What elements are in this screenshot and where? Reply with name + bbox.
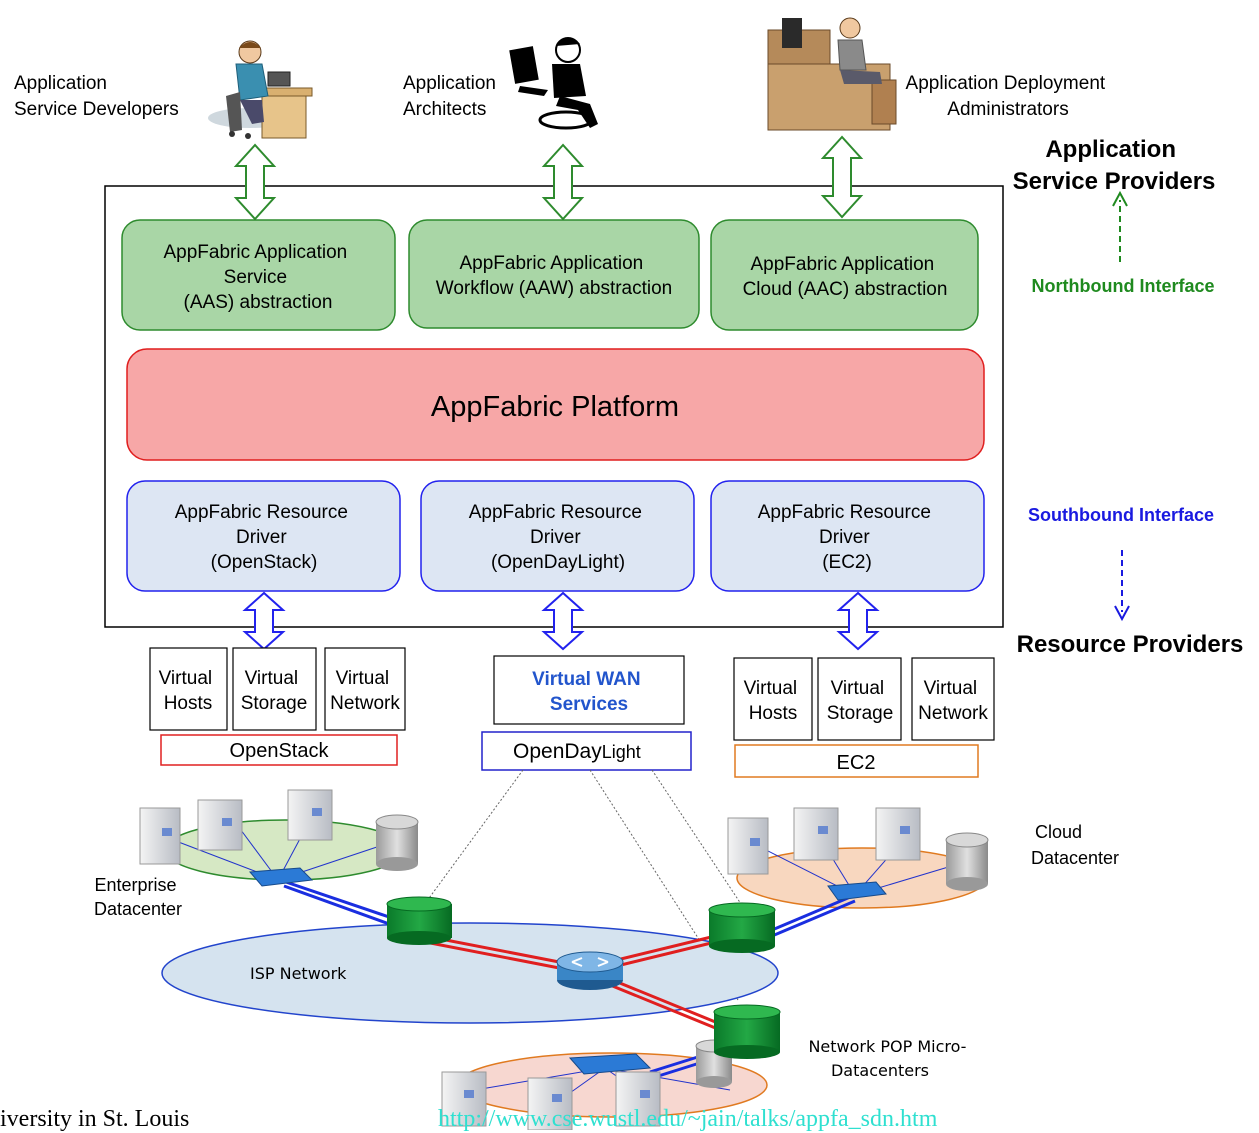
opendaylight-provider-box xyxy=(481,731,692,771)
openstack-driver-line-1: AppFabric Resource xyxy=(175,502,348,523)
pop-switch-icon xyxy=(568,1053,652,1075)
developer-person-icon xyxy=(208,40,313,139)
ec2-driver-line-2: Driver xyxy=(819,527,870,548)
odl-double-arrow xyxy=(541,591,585,651)
developer-double-arrow xyxy=(233,143,277,221)
architect-person-icon xyxy=(509,37,598,130)
footer-url-link[interactable]: http://www.cse.wustl.edu/~jain/talks/app… xyxy=(438,1106,938,1132)
pop-server-icons xyxy=(441,1071,661,1130)
isp-core-router-icon xyxy=(556,951,624,990)
cloud-server-icons xyxy=(727,807,921,875)
architects-label: Application Architects xyxy=(403,73,501,120)
openstack-driver-box xyxy=(126,480,401,592)
aas-abstraction-box xyxy=(121,219,396,331)
appfabric-platform-box xyxy=(126,348,985,461)
left-virtual-storage-box xyxy=(232,647,317,731)
ec2-provider-label: EC2 xyxy=(837,752,876,774)
southbound-interface-label: Southbound Interface xyxy=(1028,505,1214,525)
administrators-label-line-2: Administrators xyxy=(947,99,1068,120)
openstack-provider-label: OpenStack xyxy=(230,740,330,762)
left-virtual-network-label: Virtual Network xyxy=(330,668,400,714)
aac-abstraction-label: AppFabric Application Cloud (AAC) abstra… xyxy=(743,254,948,300)
aas-line-3: (AAS) abstraction xyxy=(184,292,333,313)
right-virtual-storage-box xyxy=(817,657,902,741)
odl-driver-line-2: Driver xyxy=(530,527,581,548)
ec2-provider-box xyxy=(734,744,979,778)
aaw-abstraction-box xyxy=(408,219,700,329)
openstack-double-arrow xyxy=(242,591,286,651)
isp-edge-router-icons xyxy=(386,896,781,1059)
openstack-provider-box xyxy=(160,734,398,766)
developers-label-line-2: Service Developers xyxy=(14,99,179,120)
left-virtual-storage-label: Virtual Storage xyxy=(241,668,308,714)
aac-line-2: Cloud (AAC) abstraction xyxy=(743,279,948,300)
virtual-wan-services-label: Virtual WAN Services xyxy=(532,669,646,715)
administrators-label-line-1: Application Deployment xyxy=(906,73,1106,94)
southbound-dashed-arrow xyxy=(1114,550,1130,622)
left-virtual-hosts-box xyxy=(149,647,228,731)
cloud-switch-icon xyxy=(827,881,887,901)
virtual-wan-services-box xyxy=(493,655,685,725)
enterprise-switch-icon xyxy=(248,867,314,887)
cloud-disk-icon xyxy=(945,832,989,891)
ec2-driver-line-3: (EC2) xyxy=(822,552,872,573)
northbound-interface-label: Northbound Interface xyxy=(1032,276,1215,296)
enterprise-server-icons xyxy=(139,789,333,865)
openstack-driver-line-2: Driver xyxy=(236,527,287,548)
opendaylight-provider-label: OpenDayLight xyxy=(513,740,641,763)
odl-driver-label: AppFabric Resource Driver (OpenDayLight) xyxy=(469,502,647,573)
pop-datacenter-label: Network POP Micro- Datacenters xyxy=(808,1037,971,1080)
developers-label: Application Service Developers xyxy=(14,73,179,120)
administrator-double-arrow xyxy=(820,135,864,219)
ec2-driver-box xyxy=(710,480,985,592)
footer-institution-text: iversity in St. Louis xyxy=(0,1106,190,1132)
architect-double-arrow xyxy=(541,143,585,221)
architects-label-line-1: Application xyxy=(403,73,496,94)
odl-driver-box xyxy=(420,480,695,592)
aaw-line-2: Workflow (AAW) abstraction xyxy=(436,278,673,299)
right-virtual-hosts-label: Virtual Hosts xyxy=(744,678,803,724)
administrator-person-icon xyxy=(767,17,897,131)
aas-line-1: AppFabric Application xyxy=(163,242,347,263)
aaw-abstraction-label: AppFabric Application Workflow (AAW) abs… xyxy=(436,253,673,299)
aac-line-1: AppFabric Application xyxy=(750,254,934,275)
enterprise-disk-icon xyxy=(375,814,419,871)
left-virtual-hosts-label: Virtual Hosts xyxy=(159,668,218,714)
cloud-datacenter-label: Cloud Datacenter xyxy=(1031,822,1119,868)
right-virtual-network-box xyxy=(911,657,995,741)
isp-network-ellipse xyxy=(161,922,779,1024)
ec2-double-arrow xyxy=(836,591,880,651)
resource-providers-label: Resource Providers xyxy=(1017,631,1244,658)
odl-driver-line-3: (OpenDayLight) xyxy=(491,552,625,573)
administrators-label: Application Deployment Administrators xyxy=(906,73,1111,120)
enterprise-datacenter-label: Enterprise Datacenter xyxy=(94,875,182,919)
asp-label-line-1: Application xyxy=(1045,136,1176,163)
northbound-dashed-arrow xyxy=(1112,190,1128,262)
ec2-driver-line-1: AppFabric Resource xyxy=(758,502,931,523)
developers-label-line-1: Application xyxy=(14,73,107,94)
ec2-driver-label: AppFabric Resource Driver (EC2) xyxy=(758,502,936,573)
isp-network-label: ISP Network xyxy=(250,964,347,983)
application-service-providers-label: Application Service Providers xyxy=(1013,136,1216,195)
appfabric-platform-label: AppFabric Platform xyxy=(431,391,679,423)
openstack-driver-line-3: (OpenStack) xyxy=(211,552,318,573)
right-virtual-network-label: Virtual Network xyxy=(918,678,988,724)
left-virtual-network-box xyxy=(324,647,406,731)
right-virtual-storage-label: Virtual Storage xyxy=(827,678,894,724)
aac-abstraction-box xyxy=(710,219,979,331)
right-virtual-hosts-box xyxy=(733,657,813,741)
aas-abstraction-label: AppFabric Application Service (AAS) abst… xyxy=(163,242,352,313)
odl-driver-line-1: AppFabric Resource xyxy=(469,502,642,523)
openstack-driver-label: AppFabric Resource Driver (OpenStack) xyxy=(175,502,353,573)
asp-label-line-2: Service Providers xyxy=(1013,168,1216,195)
odl-control-lines xyxy=(423,769,746,1001)
aaw-line-1: AppFabric Application xyxy=(459,253,643,274)
architects-label-line-2: Architects xyxy=(403,99,486,120)
aas-line-2: Service xyxy=(224,267,287,288)
